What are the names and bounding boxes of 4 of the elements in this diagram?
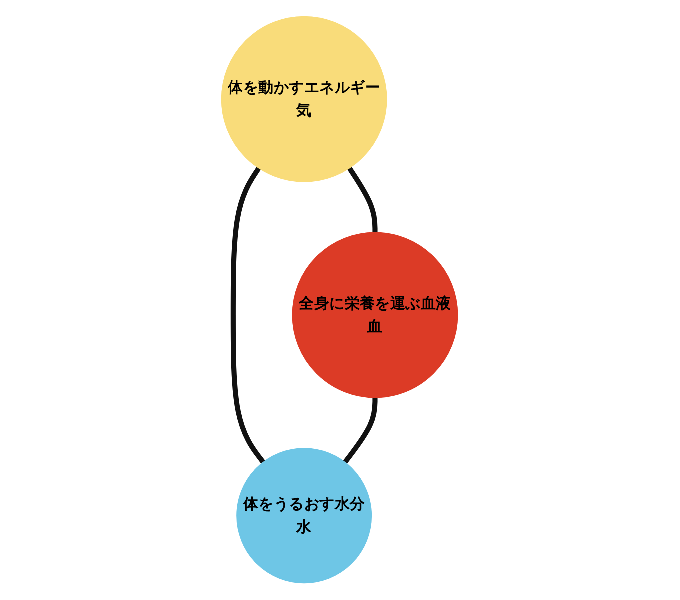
connector xyxy=(343,398,378,464)
connector xyxy=(348,166,378,233)
node-circle: 全身に栄養を運ぶ血液 血 xyxy=(292,232,458,398)
connector xyxy=(231,166,266,464)
